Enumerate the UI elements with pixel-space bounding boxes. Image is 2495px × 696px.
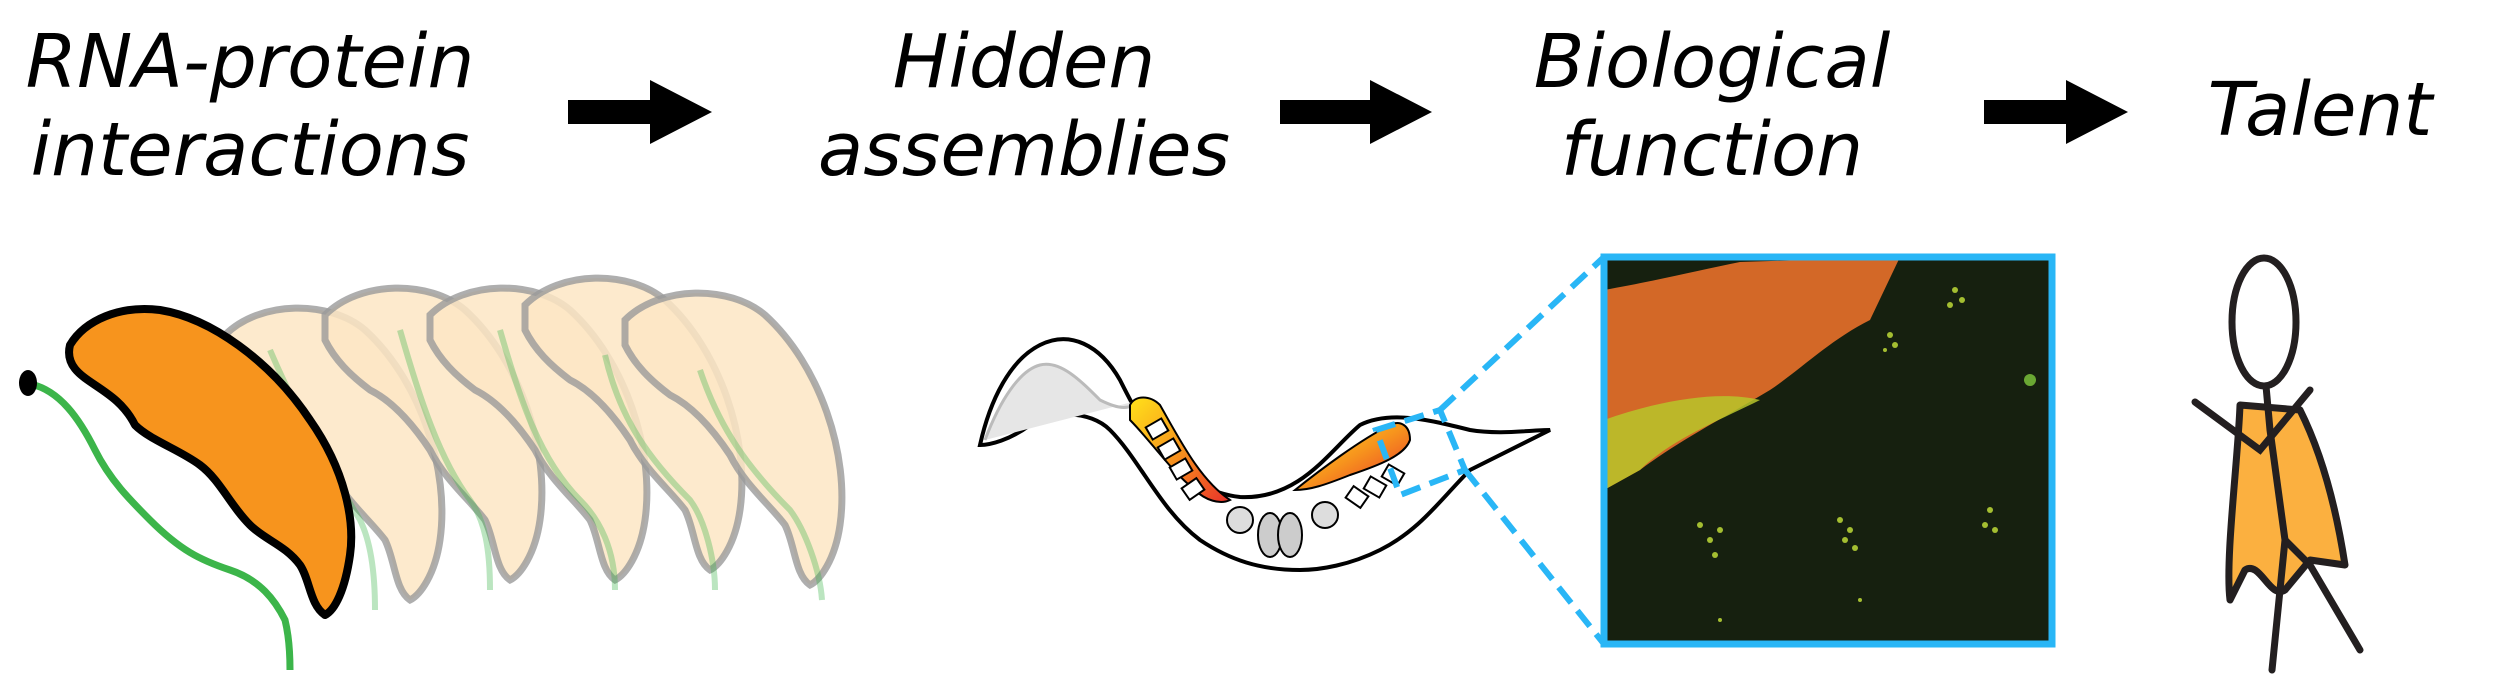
rna-end-dot: [19, 370, 37, 396]
microscopy-image: [1600, 253, 2056, 648]
arrow-right-icon: [568, 80, 712, 144]
rna-binding-protein: [65, 305, 356, 619]
rna-strand: [19, 370, 294, 671]
title-line: assemblies: [817, 107, 1231, 193]
title-line: Hidden: [892, 19, 1156, 105]
arrow-right-icon: [1280, 80, 1432, 144]
arrow-right-icon: [1984, 80, 2128, 144]
c-elegans-worm-illustration: [977, 337, 1551, 573]
step-title-biological-function: Biological function: [1534, 18, 1891, 194]
title-line: Biological: [1533, 19, 1891, 105]
title-line: interactions: [30, 107, 470, 193]
step-title-rna-protein: RNA-protein interactions: [26, 18, 475, 194]
step-title-talent: Talent: [2208, 66, 2433, 154]
title-line: RNA-protein: [25, 19, 475, 105]
zoom-callout-lines: [1372, 254, 1607, 646]
title-line: function: [1560, 107, 1864, 193]
title-line: Talent: [2207, 67, 2433, 153]
step-title-hidden-assemblies: Hidden assemblies: [818, 18, 1230, 194]
stick-figure-with-cape: [2191, 254, 2364, 674]
